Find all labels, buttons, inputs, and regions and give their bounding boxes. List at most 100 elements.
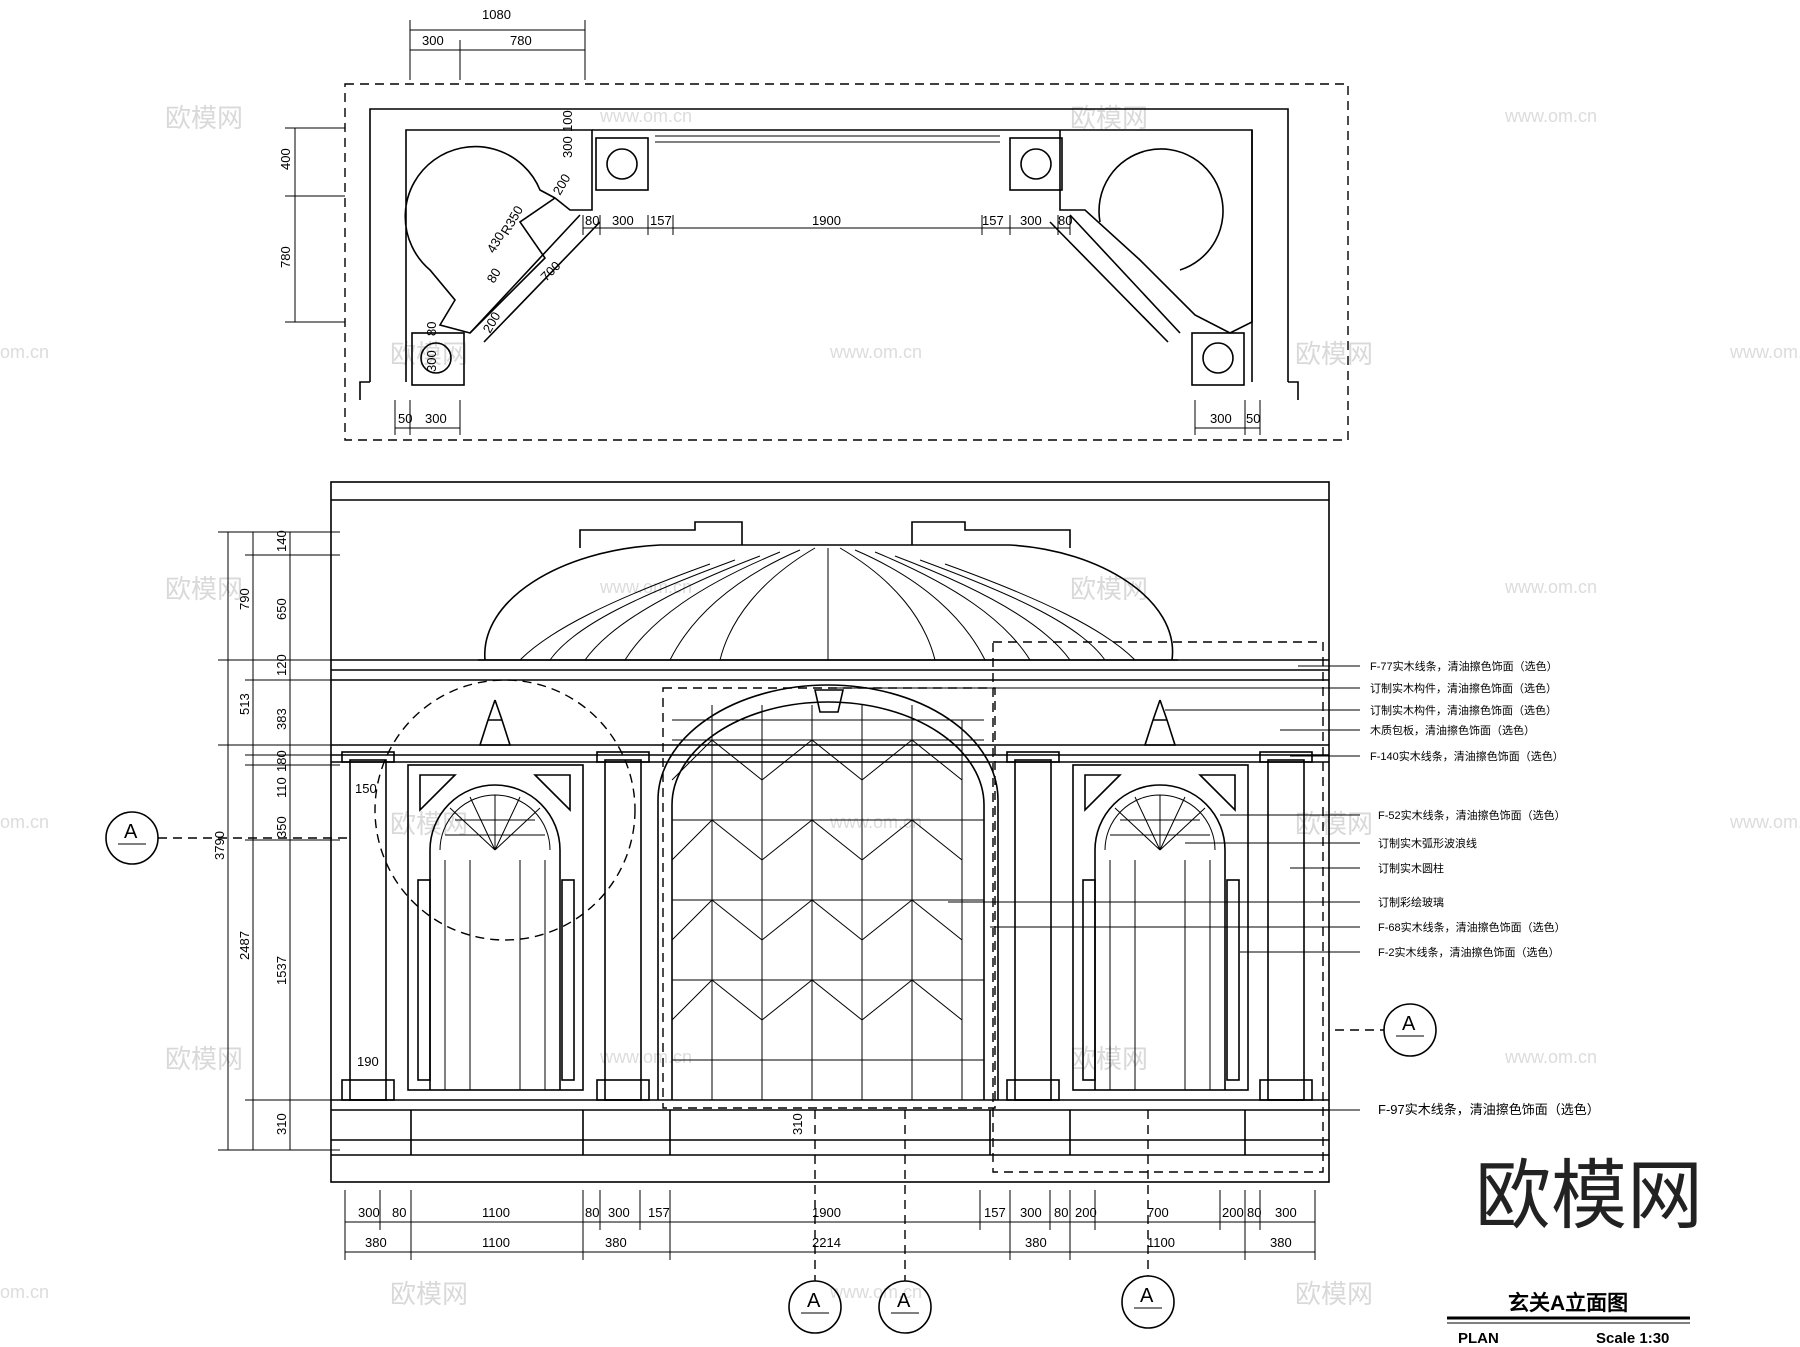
detail-callout-rect (992, 641, 1324, 1173)
note-text: F-140实木线条，清油擦色饰面（选色） (1370, 749, 1564, 763)
watermark-url: www.om.cn (599, 1047, 692, 1067)
watermark-url: www.om.cn (1504, 1047, 1597, 1067)
elev-dim-row1: 700 (1147, 1205, 1169, 1220)
watermark-brand: 欧模网 (1070, 103, 1148, 133)
plan-dim-mid: 300 (1020, 213, 1042, 228)
niche-fan (1104, 794, 1216, 851)
finial (478, 699, 512, 746)
watermark-layer: 欧模网 www.om.cn 欧模网 www.om.cn om.cn 欧模网 ww… (0, 103, 1800, 1309)
title-block: 玄关A立面图 PLAN Scale 1:30 (1447, 1291, 1690, 1347)
elev-dim-inner: 140 (274, 530, 289, 552)
plan-dim-mid: 300 (612, 213, 634, 228)
watermark-url: om.cn (0, 812, 49, 832)
plan-dim-mid: 80 (585, 213, 599, 228)
section-marker-letter: A (124, 821, 138, 843)
elev-dim-row1: 300 (1020, 1205, 1042, 1220)
elev-dim-row1: 157 (984, 1205, 1006, 1220)
watermark-brand: 欧模网 (165, 1044, 243, 1074)
elevation-frame (330, 481, 1330, 1183)
elev-dim-outer: 790 (237, 588, 252, 610)
section-marker-letter: A (1402, 1013, 1416, 1035)
plan-door-track (655, 135, 1000, 143)
plinth-divisions (410, 1110, 1246, 1155)
plan-diagonal-right (1049, 214, 1181, 343)
elev-dim-row1: 300 (358, 1205, 380, 1220)
watermark-url: www.om.cn (829, 1282, 922, 1302)
note-text: 订制彩绘玻璃 (1378, 895, 1444, 909)
watermark-url: www.om.cn (829, 812, 922, 832)
plan-column-circle (1020, 148, 1052, 180)
elev-dim-inner: 350 (274, 816, 289, 838)
elev-dim-row2: 380 (365, 1235, 387, 1250)
plan-dim-bottom-left: 300 (425, 411, 447, 426)
frieze-lines (331, 744, 1329, 763)
plan-column (1191, 332, 1245, 386)
plan-inner-wall-right (1059, 129, 1253, 334)
plan-dim-80b: 80 (424, 322, 439, 336)
elev-dim-row1: 1100 (482, 1205, 510, 1220)
elev-dim-outer: 2487 (237, 931, 252, 960)
lattice-diamonds (671, 739, 963, 1021)
base-lines (331, 1099, 1329, 1111)
plan-dim-mid: 1900 (812, 213, 841, 228)
elev-dim-total: 3790 (212, 831, 227, 860)
note-text: 订制实木圆柱 (1378, 861, 1444, 875)
elev-dim-inner: 310 (274, 1113, 289, 1135)
column-base (1006, 1079, 1060, 1101)
dome-outline (484, 544, 1174, 661)
watermark-brand: 欧模网 (1295, 339, 1373, 369)
watermark-brand: 欧模网 (1070, 1044, 1148, 1074)
plan-diagonal-left (469, 214, 601, 343)
niche-panel (1082, 879, 1096, 1081)
column-base (341, 1079, 395, 1101)
plan-dim-lines-left (285, 127, 345, 323)
plan-column-circle (1202, 342, 1234, 374)
plan-column-circle (420, 342, 452, 374)
plan-right-niche (1098, 148, 1224, 271)
elev-dim-190: 190 (357, 1054, 379, 1069)
elev-dim-inner: 180 (274, 750, 289, 772)
plan-dim-top-a: 300 (422, 33, 444, 48)
watermark-url: www.om.cn (1729, 342, 1800, 362)
watermark-url: www.om.cn (599, 106, 692, 126)
watermark-url: www.om.cn (1729, 812, 1800, 832)
plan-dim-mid: 80 (1058, 213, 1072, 228)
column-base (1259, 1079, 1313, 1101)
column-left-1 (349, 759, 387, 1101)
plan-dim-80a: 80 (484, 265, 504, 285)
column-capital (1006, 751, 1060, 763)
detail-callout-circle (374, 679, 636, 941)
plan-dim-top-total: 1080 (482, 7, 511, 22)
bottom-dim-lines (344, 1190, 1316, 1260)
plan-dim-bottom-left: 50 (398, 411, 412, 426)
plan-dim-lines-bottom (394, 400, 1261, 435)
watermark-url: www.om.cn (1504, 577, 1597, 597)
elev-dim-inner: 120 (274, 654, 289, 676)
column-capital (1259, 751, 1313, 763)
elev-dim-row1: 300 (1275, 1205, 1297, 1220)
elev-dim-row1: 200 (1075, 1205, 1097, 1220)
watermark-url: www.om.cn (829, 342, 922, 362)
elev-dim-row2: 2214 (812, 1235, 841, 1250)
elev-dim-outer: 513 (237, 693, 252, 715)
elev-dim-row1: 80 (392, 1205, 406, 1220)
elevation-left-dims: 3790 790 513 2487 140 650 120 383 180 11… (212, 530, 805, 1151)
elev-dim-row1: 157 (648, 1205, 670, 1220)
plan-dim-mid: 157 (982, 213, 1004, 228)
plan-dim-left-a: 400 (278, 148, 293, 170)
elev-dim-row1: 200 (1222, 1205, 1244, 1220)
plan-view: 1080 300 780 400 780 300 100 200 R350 43… (278, 7, 1349, 441)
plan-dim-inner-b: 100 (560, 110, 575, 132)
plan-label: PLAN (1458, 1330, 1499, 1347)
elev-dim-inner: 110 (274, 777, 289, 798)
plan-column (595, 137, 649, 191)
dome-ribs (519, 547, 1136, 661)
plan-dim-200a: 200 (550, 171, 574, 197)
elev-dim-inner: 650 (274, 598, 289, 620)
finial (1143, 699, 1177, 746)
elevation-bottom-dims: 300 80 1100 80 300 157 1900 157 300 80 2… (344, 1190, 1316, 1260)
stained-glass-lattice (671, 705, 984, 1100)
elev-dim-150: 150 (355, 781, 377, 796)
plan-column (1009, 137, 1063, 191)
